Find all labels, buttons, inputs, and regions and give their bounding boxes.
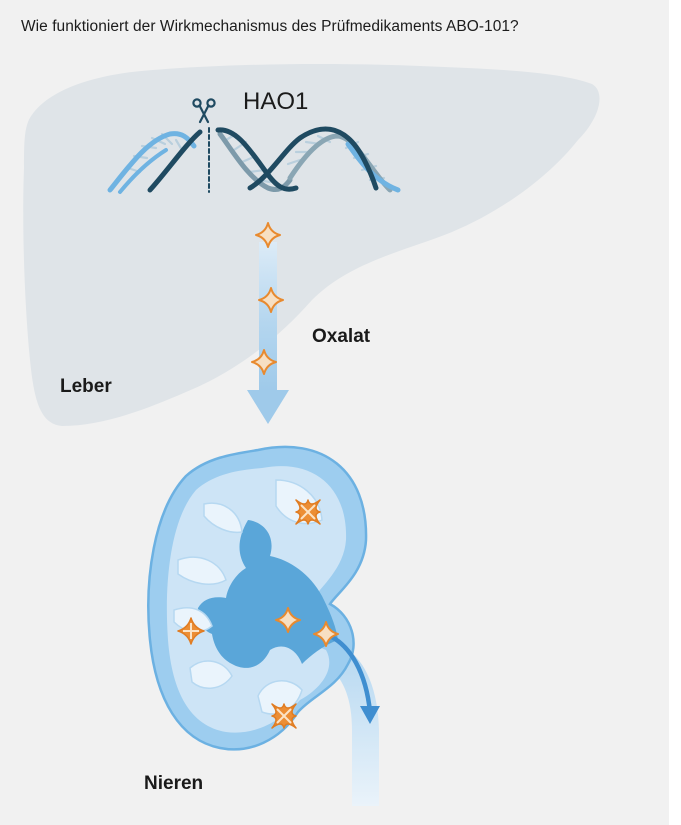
dna-helix-icon <box>107 126 401 194</box>
scissors-icon <box>192 98 216 124</box>
star-crystal-icon <box>271 703 297 729</box>
oxalate-label: Oxalat <box>312 326 371 347</box>
kidney-shape <box>147 445 380 806</box>
liver-label: Leber <box>60 376 112 397</box>
liver-shape <box>23 64 600 426</box>
kidney-label: Nieren <box>144 773 204 794</box>
star-crystal-icon <box>295 499 321 525</box>
gene-label: HAO1 <box>243 88 309 115</box>
question-title: Wie funktioniert der Wirkmechanismus des… <box>21 18 519 35</box>
